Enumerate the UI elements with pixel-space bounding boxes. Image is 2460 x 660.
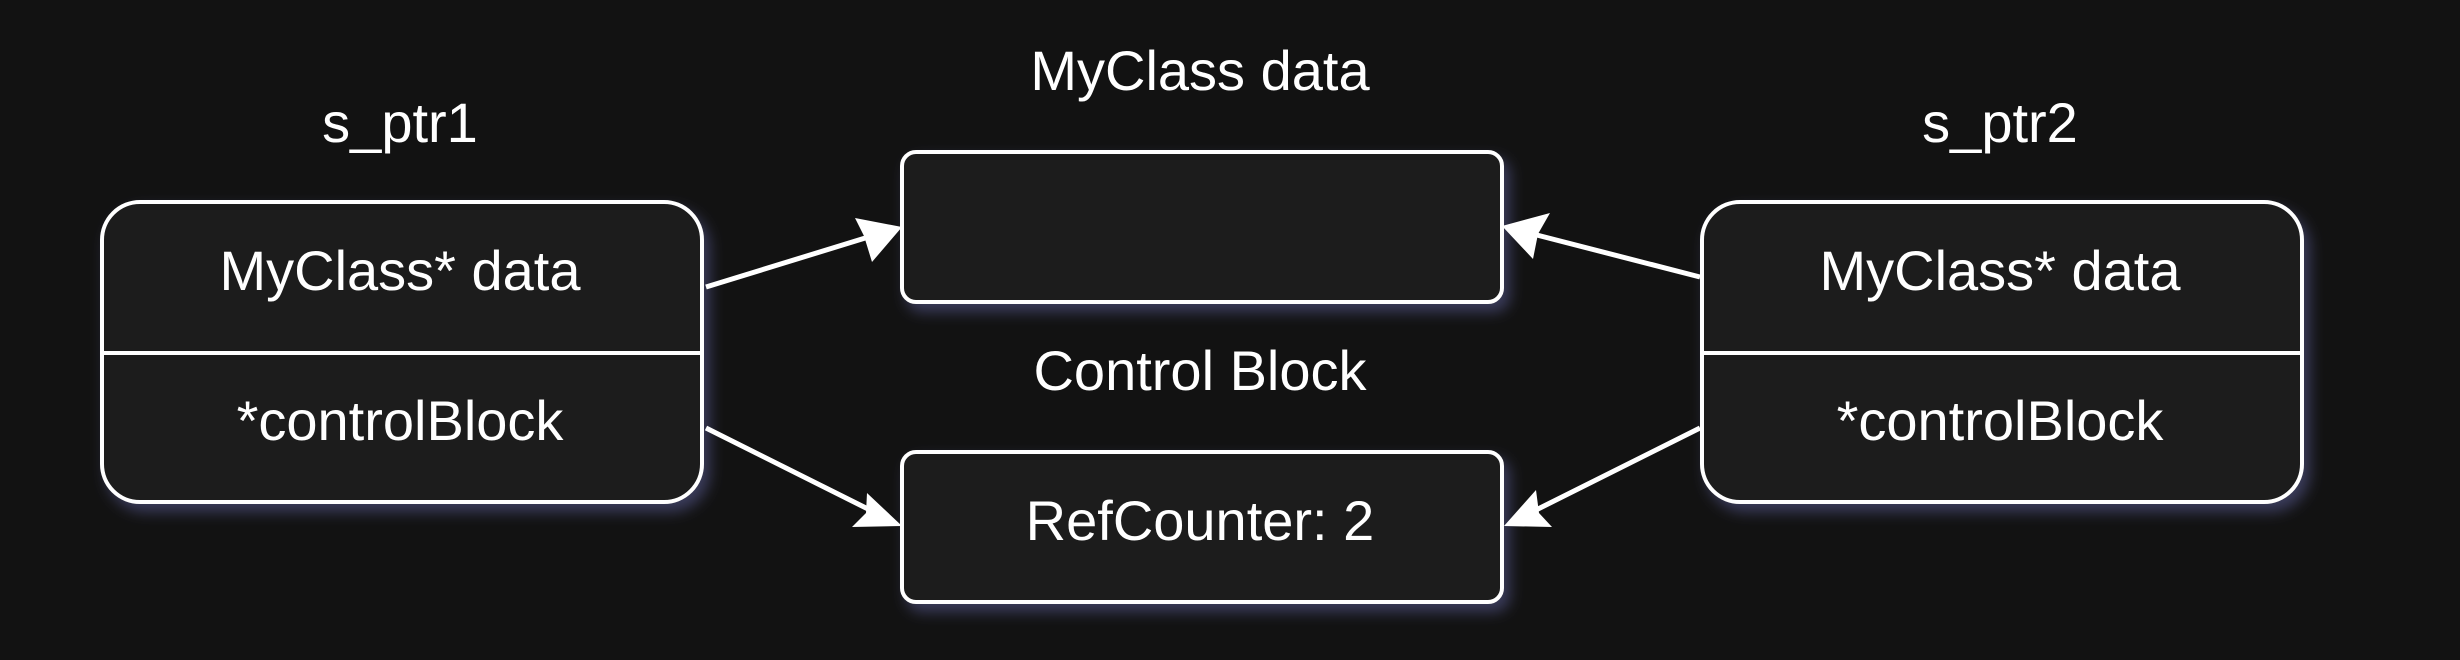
right-pointer-data-field: MyClass* data [1819, 239, 2181, 302]
control-block-content: RefCounter: 2 [1026, 489, 1375, 552]
data-block [900, 150, 1504, 304]
right-pointer-name: s_ptr2 [1922, 91, 2078, 154]
arrow-right-data-to-data-block [1502, 213, 1701, 280]
data-block-title: MyClass data [1030, 39, 1370, 102]
control-block: RefCounter: 2 [900, 450, 1504, 604]
right-pointer-control-field: *controlBlock [1837, 389, 2165, 452]
left-pointer-name: s_ptr1 [322, 91, 478, 154]
control-block-title: Control Block [1033, 339, 1367, 402]
arrow-right-control-to-control-block [1504, 425, 1702, 527]
arrow-left-data-to-data-block [705, 218, 902, 290]
right-pointer-box: MyClass* data *controlBlock [1700, 200, 2304, 504]
left-pointer-data-field: MyClass* data [219, 239, 581, 302]
arrow-left-control-to-control-block [704, 425, 902, 527]
left-pointer-control-field: *controlBlock [237, 389, 565, 452]
left-pointer-box: MyClass* data *controlBlock [100, 200, 704, 504]
